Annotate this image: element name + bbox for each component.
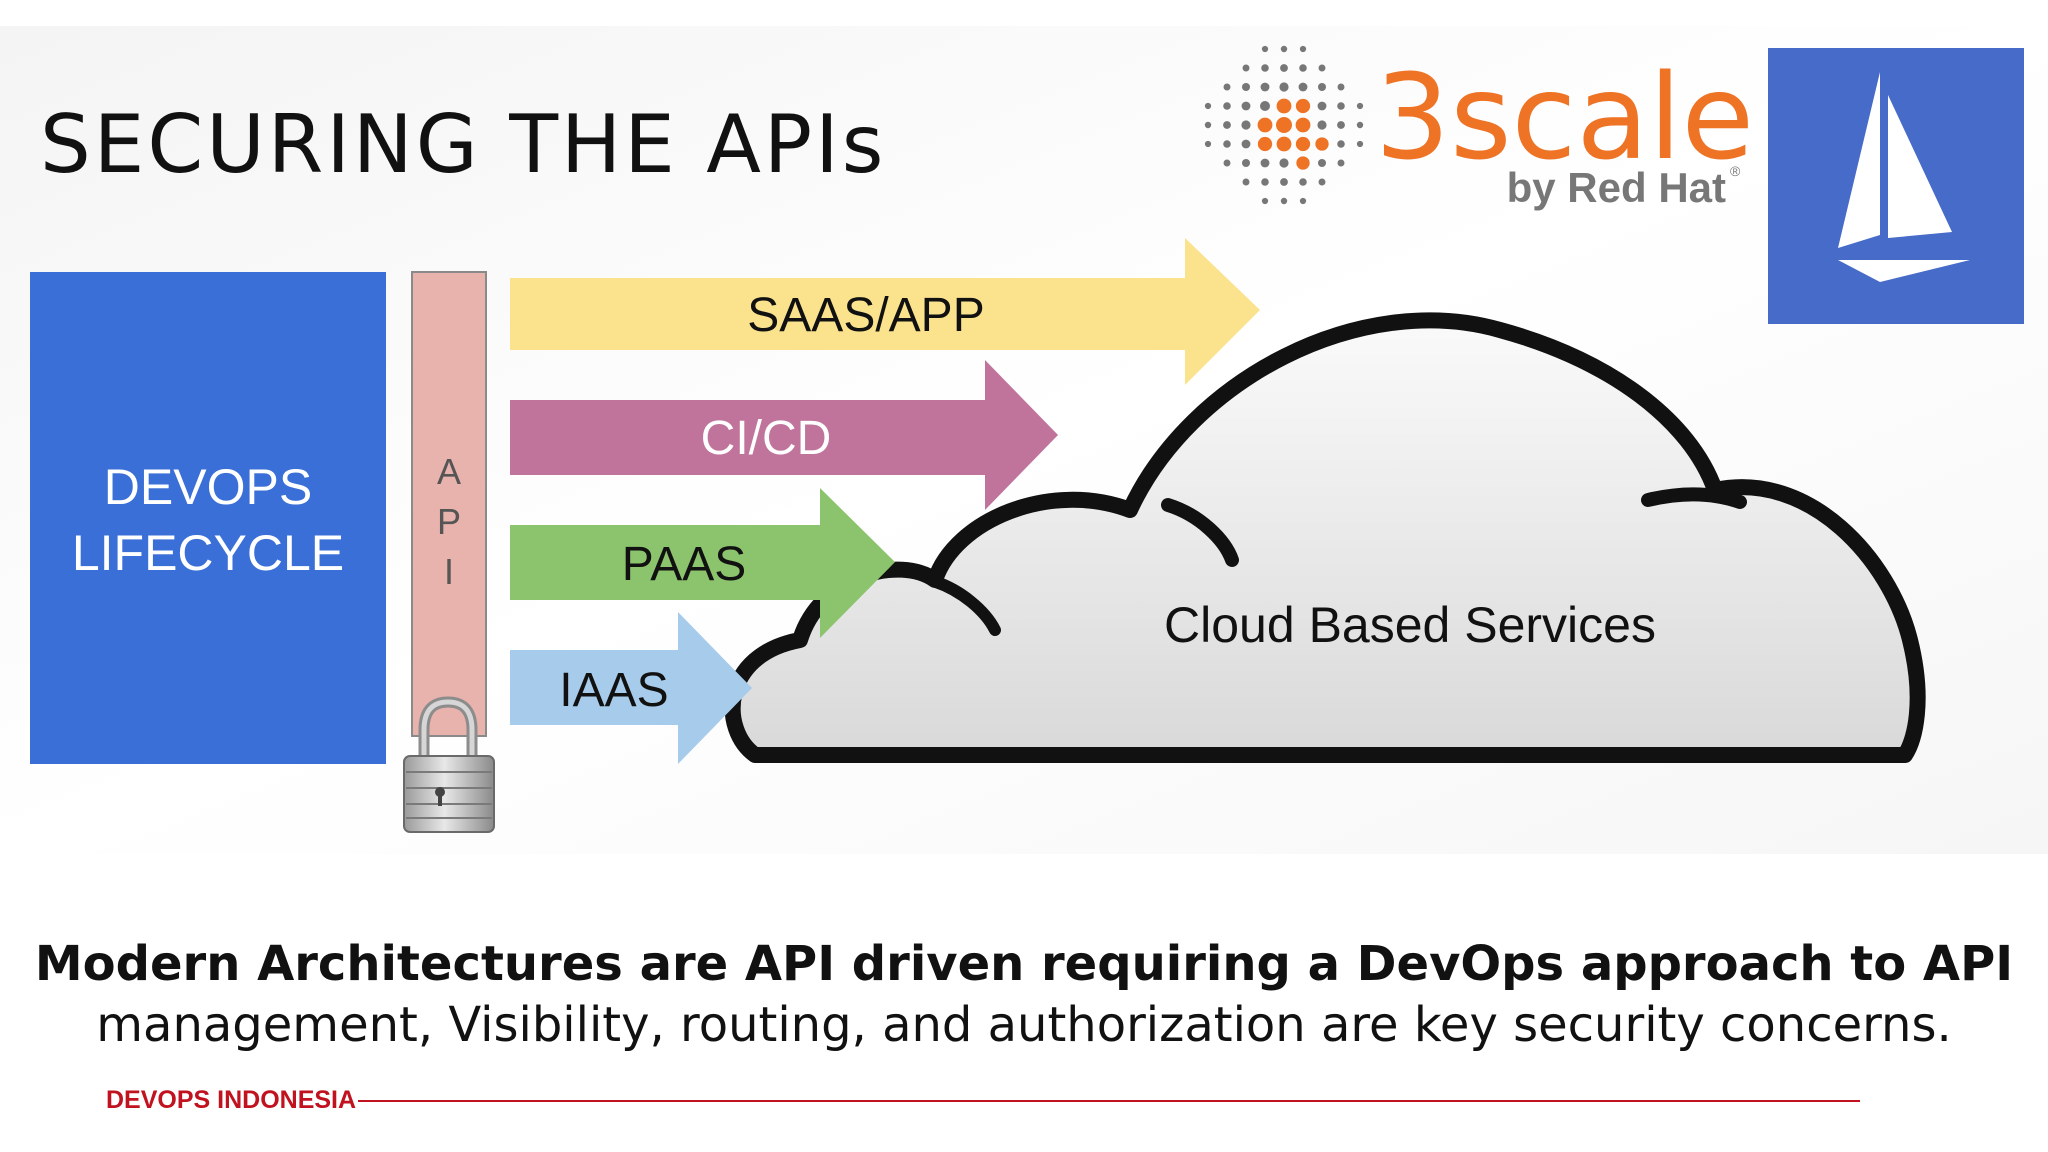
devops-lifecycle-box: DEVOPS LIFECYCLE [30,272,386,764]
3scale-dot [1241,158,1251,168]
3scale-dot [1337,102,1345,110]
api-bar: A P I [411,271,487,737]
3scale-dot [1299,45,1307,53]
3scale-dot [1279,158,1289,168]
api-letter-i: I [444,551,454,592]
arrow-paas: PAAS [510,488,895,638]
3scale-dot [1276,136,1292,152]
3scale-dot [1337,83,1345,91]
3scale-dot [1241,120,1251,130]
3scale-dot [1261,64,1269,72]
api-letter-p: P [437,501,461,542]
3scale-dot [1280,64,1288,72]
slide-title: SECURING THE APIs [40,98,887,191]
logo-3scale-main: 3scale [1375,48,1754,186]
3scale-dot [1299,64,1307,72]
3scale-dot [1298,82,1308,92]
arrow-paas-label: PAAS [622,538,747,591]
3scale-dot [1276,117,1292,133]
3scale-dot [1295,98,1311,114]
caption-line-2: management, Visibility, routing, and aut… [96,997,1952,1053]
3scale-dot [1295,136,1311,152]
cloud-label: Cloud Based Services [1164,597,1656,653]
3scale-dot [1260,158,1270,168]
3scale-dot [1204,121,1212,129]
api-letter-a: A [437,451,461,492]
footer-divider [358,1100,1860,1102]
3scale-dot [1276,98,1292,114]
sailboat-icon [1768,48,2024,324]
3scale-dot [1317,82,1327,92]
arrow-saas-app-label: SAAS/APP [747,289,984,342]
3scale-dot [1261,197,1269,205]
3scale-dot [1261,178,1269,186]
3scale-dot [1223,102,1231,110]
3scale-dot [1337,140,1345,148]
3scale-dot [1318,178,1326,186]
3scale-dot [1257,136,1273,152]
3scale-dot [1356,140,1364,148]
3scale-dot [1317,101,1327,111]
3scale-dot [1223,121,1231,129]
arrow-ci-cd-label: CI/CD [701,412,832,465]
3scale-dot [1295,117,1311,133]
logo-3scale-sub: by Red Hat [1507,164,1726,211]
3scale-dot [1317,158,1327,168]
3scale-dot [1260,82,1270,92]
3scale-dot [1318,64,1326,72]
arrow-saas-app: SAAS/APP [510,238,1260,385]
3scale-dot [1280,45,1288,53]
padlock-icon [403,696,495,833]
3scale-dot [1241,139,1251,149]
3scale-dot [1280,197,1288,205]
3scale-dot [1317,120,1327,130]
caption-line-1: Modern Architectures are API driven requ… [34,936,2014,992]
logo-3scale: 3scale by Red Hat ® [1204,45,1754,211]
3scale-dot [1223,83,1231,91]
3scale-dot [1356,102,1364,110]
3scale-dot [1280,178,1288,186]
3scale-dot [1259,100,1271,112]
3scale-dot [1257,117,1273,133]
devops-box-line1: DEVOPS [104,459,312,515]
3scale-dot [1223,159,1231,167]
footer-label: DEVOPS INDONESIA [106,1086,357,1114]
3scale-dot [1299,197,1307,205]
3scale-dot [1242,178,1250,186]
3scale-dot [1296,156,1310,170]
arrow-ci-cd: CI/CD [510,360,1058,510]
3scale-dot [1299,178,1307,186]
arrow-iaas: IAAS [510,612,752,764]
3scale-dot [1241,82,1251,92]
3scale-dot [1337,159,1345,167]
3scale-dot [1204,140,1212,148]
arrow-iaas-label: IAAS [559,664,668,717]
3scale-dot [1315,137,1329,151]
3scale-dot [1279,82,1289,92]
3scale-dot [1261,45,1269,53]
3scale-dot [1204,102,1212,110]
3scale-dot [1223,140,1231,148]
3scale-dots-icon [1204,45,1364,205]
3scale-dot [1337,121,1345,129]
logo-3scale-registered: ® [1730,163,1741,179]
3scale-dot [1242,64,1250,72]
cloud-shape: Cloud Based Services [724,312,1926,763]
3scale-dot [1241,101,1251,111]
devops-box-line2: LIFECYCLE [72,525,344,581]
caption: Modern Architectures are API driven requ… [0,934,2048,1056]
3scale-dot [1356,121,1364,129]
